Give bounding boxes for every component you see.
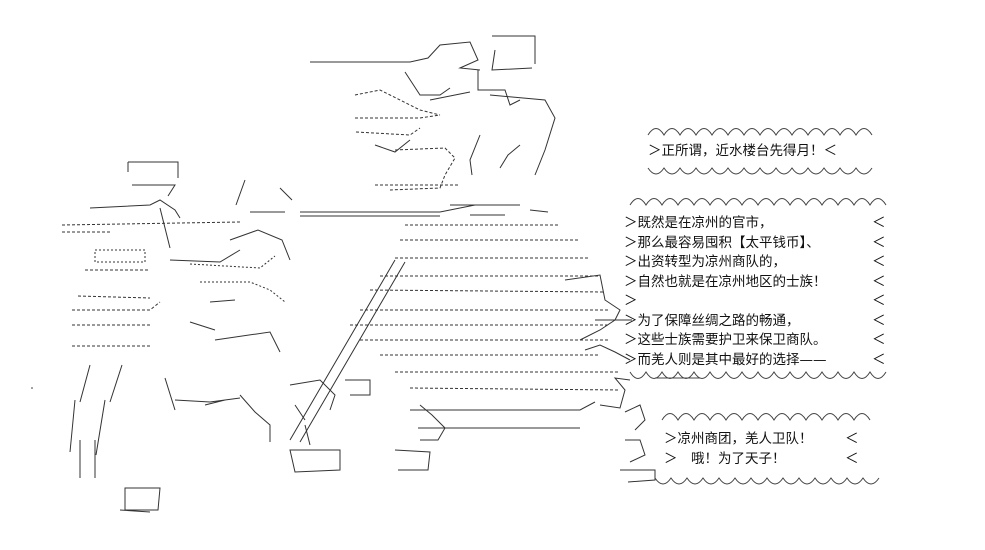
bubble-middle-line-1: ＞既然是在凉州的官市， bbox=[624, 215, 773, 231]
bubble-middle-line-7: ＞这些士族需要护卫来保卫商队。 bbox=[624, 332, 827, 348]
bubble-top-line-1: ＞正所谓，近水楼台先得月！＜ bbox=[648, 143, 837, 159]
bubble-middle-line-8: ＞而羌人则是其中最好的选择—— bbox=[624, 351, 827, 368]
right-small-figure bbox=[620, 404, 656, 483]
bubble-bottom-line-2: ＞ 哦！为了天子！ bbox=[664, 450, 786, 467]
bubble-top: ＞正所谓，近水楼台先得月！＜ bbox=[648, 142, 837, 162]
left-warrior-figure bbox=[61, 161, 293, 513]
stray-dot bbox=[31, 387, 33, 389]
bubble-middle-line-3: ＞出资转型为凉州商队的， bbox=[624, 254, 786, 270]
bubble-middle-line-5: ＞ bbox=[624, 293, 638, 309]
bubble-bottom-line-1: ＞凉州商团，羌人卫队！ bbox=[664, 431, 813, 447]
bubble-bottom: ＞凉州商团，羌人卫队！ ＞ 哦！为了天子！ bbox=[664, 430, 813, 469]
bubble-middle-line-2: ＞那么最容易囤积【太平钱币】、 bbox=[624, 234, 820, 251]
center-character-figure bbox=[239, 35, 632, 473]
bubble-middle-line-4: ＞自然也就是在凉州地区的士族！ bbox=[624, 273, 827, 290]
bubble-middle-line-6: ＞为了保障丝绸之路的畅通， bbox=[624, 312, 800, 329]
bubble-middle: ＞既然是在凉州的官市， ＞那么最容易囤积【太平钱币】、 ＞出资转型为凉州商队的，… bbox=[624, 214, 827, 370]
bubble-bottom-right-edge: ＜＜ bbox=[845, 431, 859, 467]
middle-bubble-right-edge: ＜＜＜＜＜＜＜＜ bbox=[872, 215, 886, 368]
spear bbox=[289, 204, 476, 443]
bubble-borders bbox=[629, 128, 887, 485]
